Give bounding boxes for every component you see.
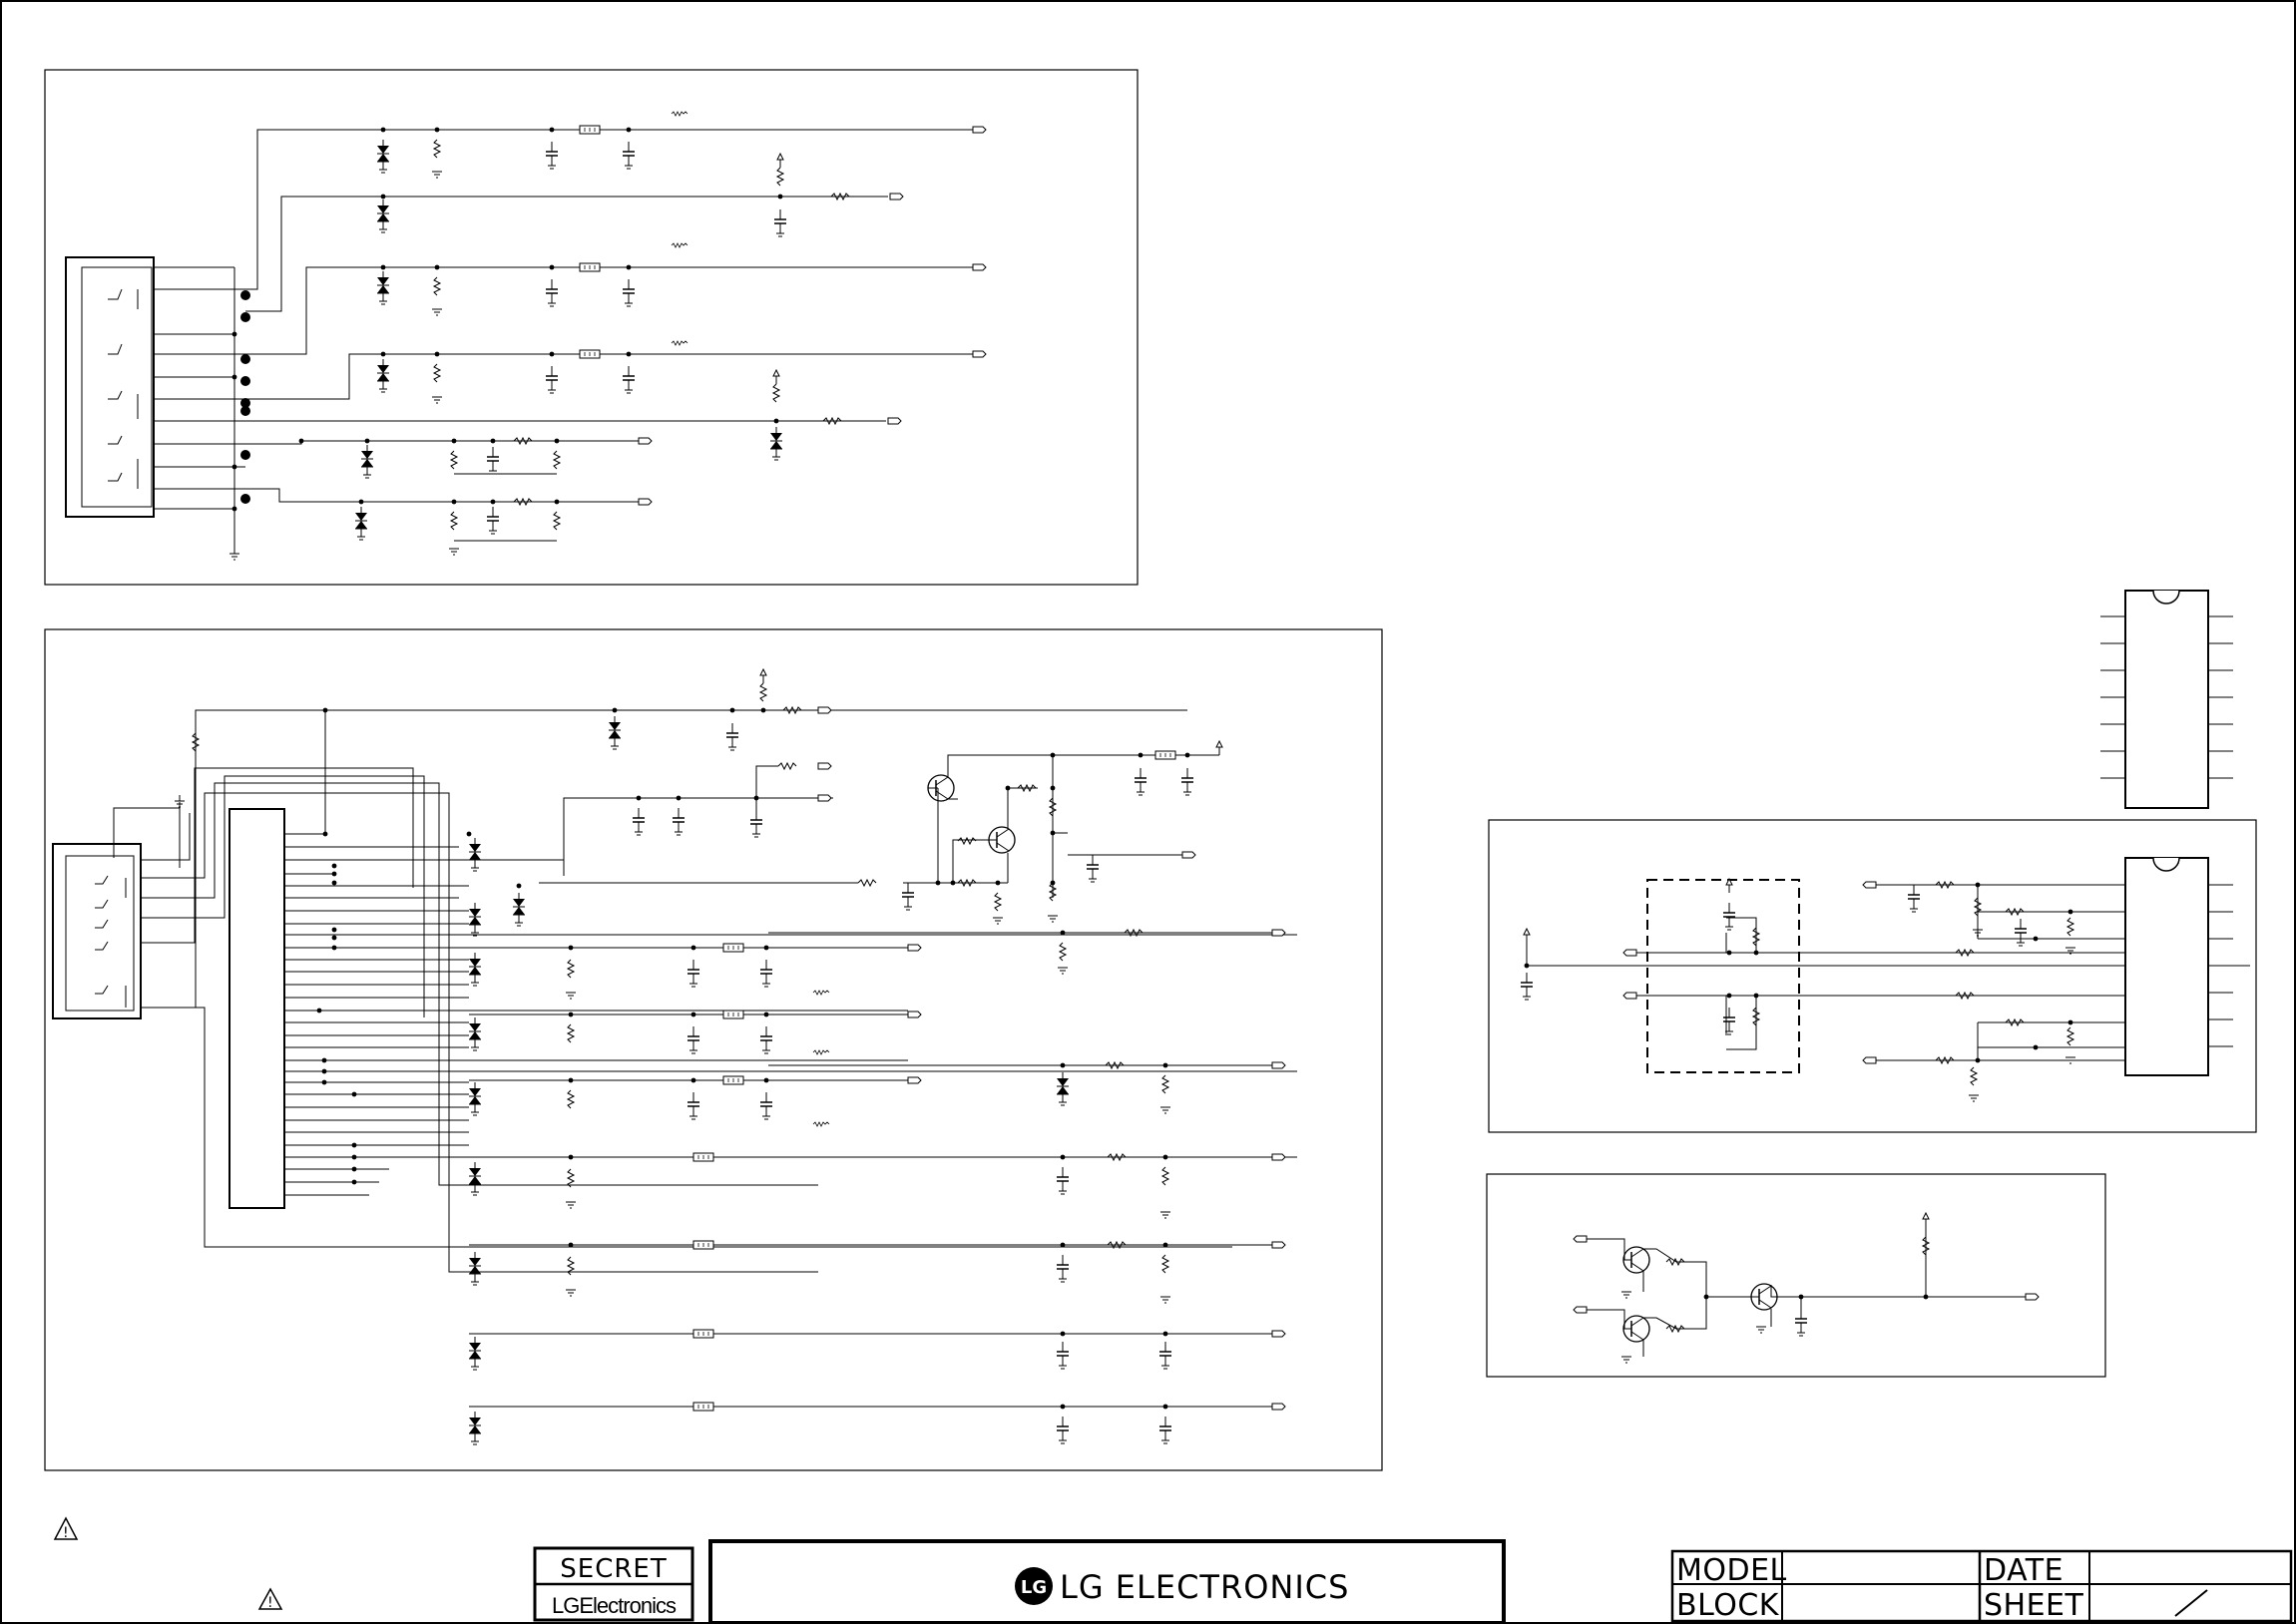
lg-logo-icon: LG (1015, 1567, 1053, 1605)
connector-top (65, 256, 250, 561)
brand-box: LG LG ELECTRONICS (708, 1539, 1506, 1624)
warning-icon-1: ! (53, 1516, 79, 1541)
model-label: MODEL (1676, 1553, 1787, 1588)
svg-text:!: ! (63, 1525, 69, 1541)
company-small-label: LGElectronics (552, 1593, 677, 1618)
brand-name: LG ELECTRONICS (1060, 1568, 1349, 1606)
svg-text:LG: LG (1021, 1577, 1047, 1598)
secret-label: SECRET (560, 1554, 667, 1584)
block-bottom-left (44, 628, 1383, 1471)
block-top-left (44, 69, 1139, 586)
block-right-middle (1488, 819, 2257, 1133)
secret-box: SECRET LGElectronics (533, 1546, 694, 1622)
ic-bottom-left (229, 808, 285, 1209)
title-table: MODEL BLOCK DATE SHEET (1670, 1549, 2293, 1623)
block-right-bottom (1486, 1173, 2106, 1378)
date-label: DATE (1984, 1553, 2064, 1588)
ic-right-top (2100, 590, 2233, 809)
block-label: BLOCK (1676, 1588, 1780, 1623)
svg-text:!: ! (267, 1595, 273, 1611)
sheet-label: SHEET (1984, 1588, 2084, 1623)
warning-icon-2: ! (257, 1587, 283, 1611)
sheet-separator-slash (2174, 1589, 2208, 1617)
